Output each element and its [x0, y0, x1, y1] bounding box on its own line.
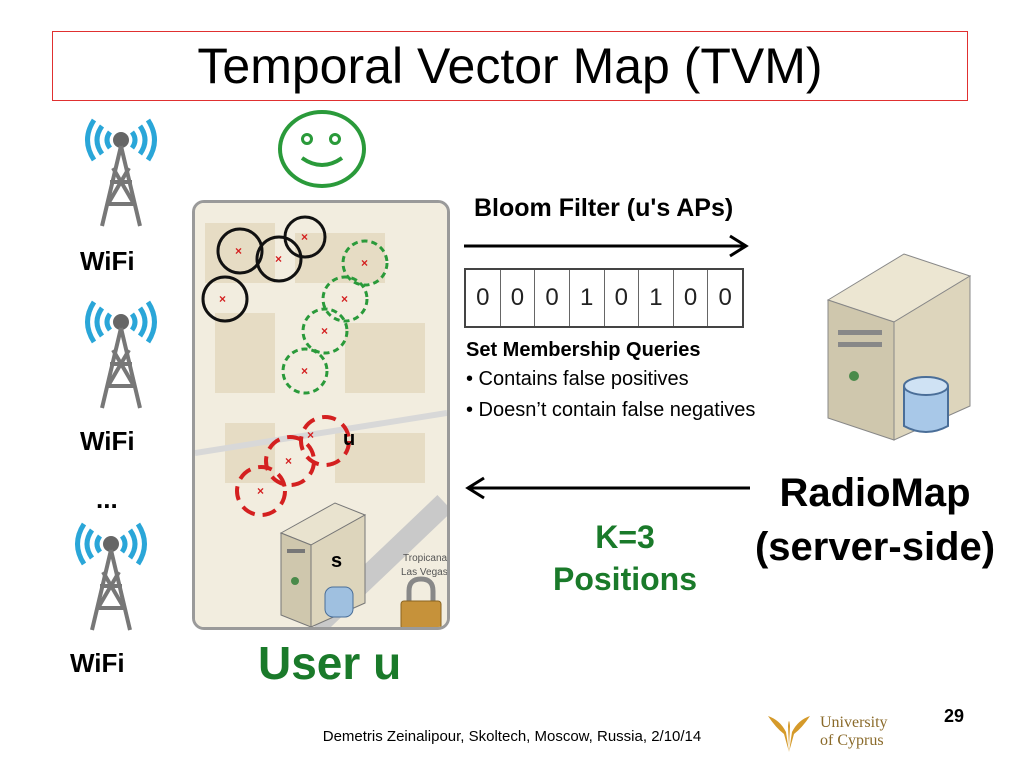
radiomap-line-2: (server-side) — [754, 525, 996, 569]
bit-cell: 0 — [535, 270, 570, 326]
svg-text:×: × — [257, 484, 264, 498]
wifi-label-3: WiFi — [70, 648, 125, 678]
wifi-label-2: WiFi — [80, 426, 135, 456]
bloom-filter-bits: 0 0 0 1 0 1 0 0 — [464, 268, 744, 328]
svg-text:×: × — [285, 454, 292, 468]
phone-map: × × × × × × × × × × × u Tropicana Las Vegas s — [192, 200, 450, 630]
wifi-label-1: WiFi — [80, 246, 135, 276]
user-label: User u — [258, 637, 402, 689]
map-server-marker: s — [331, 550, 342, 572]
svg-text:×: × — [321, 324, 328, 338]
wifi-tower-icon — [75, 522, 147, 631]
bit-cell: 0 — [605, 270, 640, 326]
bit-cell: 1 — [639, 270, 674, 326]
university-line-1: University — [820, 714, 888, 731]
page-number: 29 — [944, 706, 965, 726]
svg-text:×: × — [341, 292, 348, 306]
map-street-2: Las Vegas — [401, 567, 447, 578]
server-icon — [826, 253, 972, 441]
radiomap-line-1: RadioMap — [779, 471, 971, 515]
k-positions-line-2: Positions — [552, 561, 697, 597]
bit-cell: 0 — [466, 270, 501, 326]
set-membership-item: • Contains false positives — [466, 368, 689, 390]
map-illustration: × × × × × × × × × × × u Tropicana Las Vegas s — [195, 203, 447, 627]
k-positions-label: K=3 Positions — [520, 516, 730, 600]
wifi-tower-icon — [85, 300, 157, 409]
set-membership-item: • Doesn’t contain false negatives — [466, 399, 756, 421]
map-street-1: Tropicana — [403, 553, 447, 564]
university-line-2: of Cyprus — [820, 732, 884, 749]
svg-text:×: × — [301, 230, 308, 244]
smiley-icon — [278, 110, 366, 188]
svg-text:×: × — [275, 252, 282, 266]
k-positions-line-1: K=3 — [595, 519, 655, 555]
title-box: Temporal Vector Map (TVM) — [52, 31, 968, 101]
svg-text:×: × — [307, 428, 314, 442]
wifi-tower-icon — [85, 118, 157, 227]
bloom-filter-label: Bloom Filter (u's APs) — [474, 194, 734, 222]
arrow-left-icon — [465, 476, 750, 500]
arrow-right-icon — [464, 234, 749, 258]
footer-text: Demetris Zeinalipour, Skoltech, Moscow, … — [322, 728, 702, 745]
bit-cell: 1 — [570, 270, 605, 326]
bit-cell: 0 — [501, 270, 536, 326]
university-name: University of Cyprus — [820, 714, 888, 750]
set-membership-title: Set Membership Queries — [466, 339, 701, 361]
svg-text:×: × — [301, 364, 308, 378]
university-logo-icon — [768, 716, 810, 752]
svg-text:×: × — [235, 244, 242, 258]
bit-cell: 0 — [718, 284, 732, 311]
map-user-marker: u — [343, 428, 355, 450]
svg-text:×: × — [361, 256, 368, 270]
radiomap-label: RadioMap (server-side) — [730, 466, 1020, 574]
wifi-ellipsis: ... — [96, 484, 118, 514]
slide-title: Temporal Vector Map (TVM) — [197, 38, 823, 94]
svg-text:×: × — [219, 292, 226, 306]
bit-cell: 0 — [674, 270, 709, 326]
